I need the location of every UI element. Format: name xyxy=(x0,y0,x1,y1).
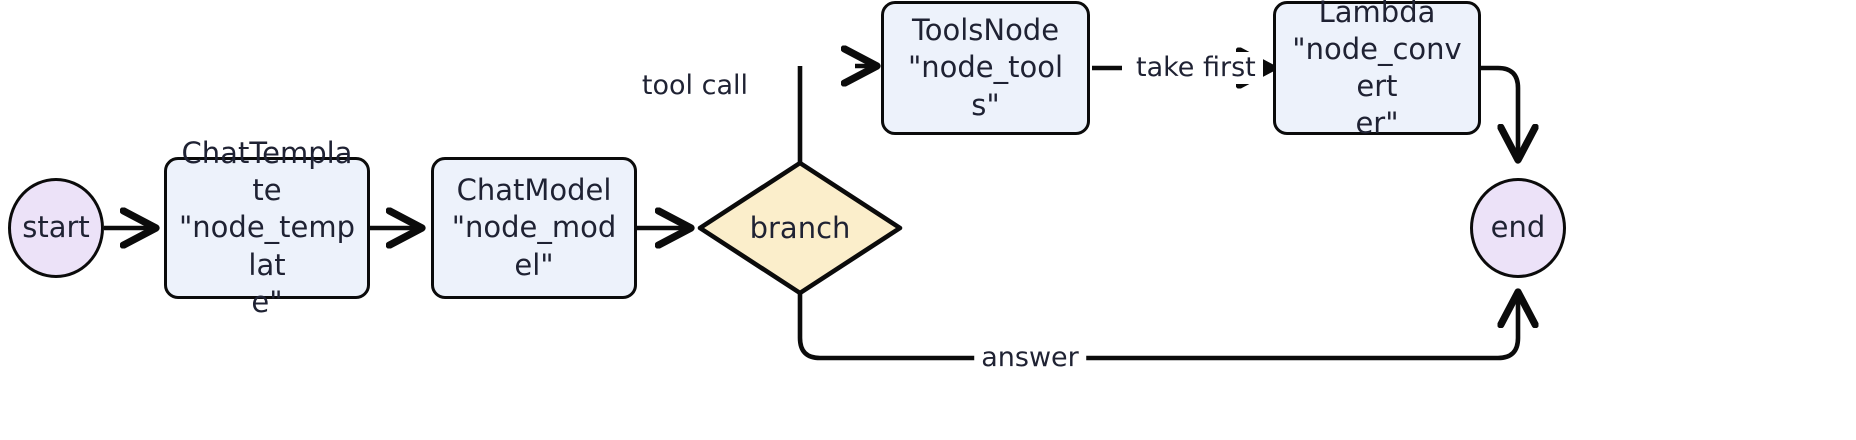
node-tools-label: ToolsNode "node_tools" xyxy=(894,12,1077,123)
branch-diamond-shape[interactable] xyxy=(697,160,903,296)
node-start[interactable]: start xyxy=(8,178,104,278)
node-chat-model-line-2: "node_model" xyxy=(451,210,617,282)
node-converter[interactable]: Lambda "node_convert er" xyxy=(1273,0,1481,140)
node-chat-model[interactable]: ChatModel "node_model" xyxy=(431,157,637,299)
node-end[interactable]: end xyxy=(1470,178,1566,278)
node-chat-model-label: ChatModel "node_model" xyxy=(444,172,624,283)
node-chat-template-label: ChatTemplate "node_templat e" xyxy=(177,135,357,321)
node-converter-line-3: er" xyxy=(1355,106,1399,141)
node-chat-template[interactable]: ChatTemplate "node_templat e" xyxy=(164,136,370,319)
edge-branch-to-node-tools xyxy=(797,66,877,163)
node-converter-line-1: Lambda xyxy=(1318,0,1436,29)
node-tools-line-2: "node_tools" xyxy=(907,50,1064,122)
node-chat-template-line-1: ChatTemplate xyxy=(181,136,353,208)
node-tools-line-1: ToolsNode xyxy=(911,13,1060,48)
node-chat-model-line-1: ChatModel xyxy=(456,173,612,208)
node-start-label: start xyxy=(22,210,90,245)
node-converter-label: Lambda "node_convert er" xyxy=(1286,0,1468,142)
edge-node-converter-to-end xyxy=(1478,65,1518,160)
node-chat-template-line-2: "node_templat xyxy=(178,210,356,282)
node-chat-template-line-3: e" xyxy=(251,284,283,319)
node-end-label: end xyxy=(1490,210,1546,245)
node-converter-line-2: "node_convert xyxy=(1292,31,1462,103)
edge-branch-to-end-answer xyxy=(797,292,1518,361)
edge-label-tool-call: tool call xyxy=(634,70,755,102)
node-branch[interactable]: branch xyxy=(700,163,900,293)
node-branch-label: branch xyxy=(749,211,851,245)
edge-label-answer: answer xyxy=(974,342,1086,374)
node-tools[interactable]: ToolsNode "node_tools" xyxy=(881,1,1090,135)
edge-label-take-first: take first xyxy=(1129,52,1263,84)
